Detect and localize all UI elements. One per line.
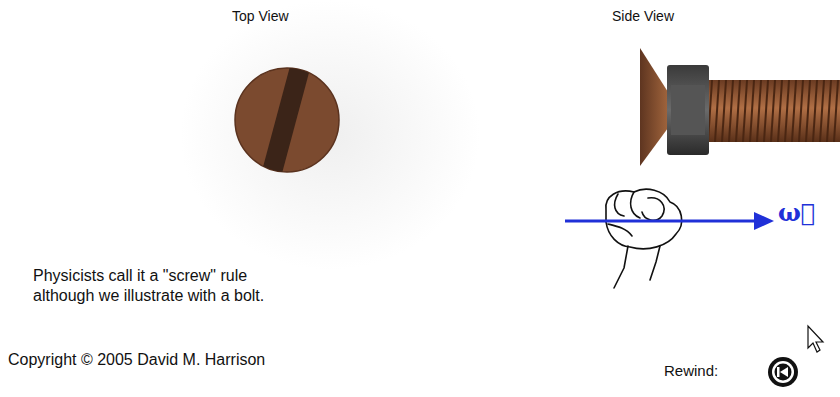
control-label: Rewind:	[664, 362, 718, 381]
finger-line	[631, 192, 640, 218]
copyright-notice: Copyright © 2005 David M. Harrison	[8, 350, 265, 370]
axis-arrow-head	[754, 212, 774, 230]
rewind-triangle	[780, 367, 788, 377]
wrist-line	[614, 246, 628, 288]
explanatory-note: Physicists call it a "screw" rule althou…	[33, 266, 308, 306]
bolt-head	[640, 48, 668, 166]
screw-slot	[260, 59, 311, 184]
fist-outline	[606, 189, 682, 249]
rewind-core	[775, 364, 792, 381]
screw-top-view	[235, 59, 339, 184]
omega-arrow	[565, 212, 774, 230]
nut-face	[671, 85, 705, 135]
bolt-threads	[708, 80, 838, 142]
rewind-button	[768, 357, 798, 387]
view-title: Top View	[232, 8, 289, 26]
wrist-line	[650, 246, 660, 280]
rewind-bar	[777, 367, 780, 377]
thumb-line	[642, 198, 664, 221]
view-title: Side View	[612, 8, 674, 26]
vector-symbol: ω⃗	[778, 198, 815, 228]
soft-backdrop	[180, 0, 480, 270]
right-hand	[606, 189, 682, 288]
axis-arrow-line	[565, 220, 758, 223]
rewind-ring	[768, 357, 798, 387]
hex-nut	[667, 65, 709, 155]
mouse-cursor	[808, 326, 823, 352]
bolt-side-view	[640, 48, 840, 166]
finger-line	[615, 194, 624, 216]
finger-line	[608, 224, 632, 236]
rewind-inner	[772, 361, 794, 383]
bolt-shaft	[706, 80, 840, 142]
